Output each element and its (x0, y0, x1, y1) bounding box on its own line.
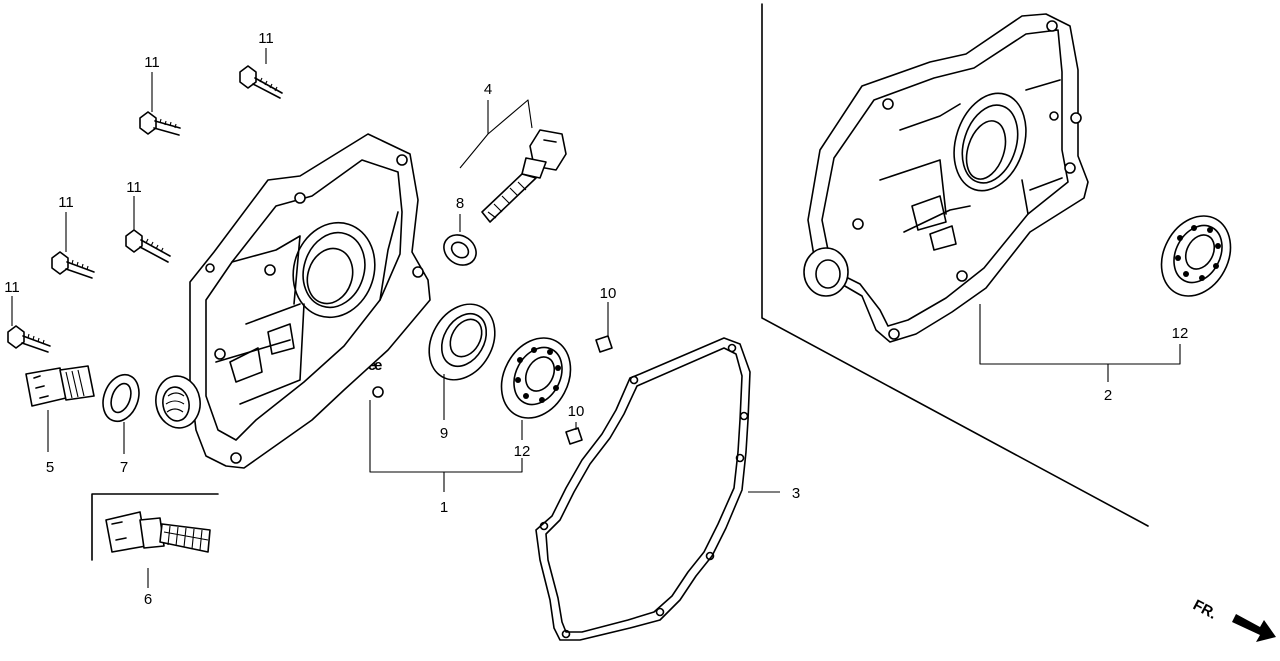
callout-4: 4 (484, 81, 492, 98)
callout-12-b: 12 (1172, 325, 1189, 342)
callout-11-b: 11 (144, 54, 160, 71)
callout-6: 6 (144, 591, 152, 608)
leader-lines (11, 48, 1181, 588)
dowel-pin-part-10-a[interactable] (595, 335, 613, 353)
callout-10-a: 10 (600, 285, 617, 302)
inset-frame (91, 493, 219, 561)
callout-3: 3 (792, 485, 800, 502)
dowel-pin-part-10-b[interactable] (565, 427, 583, 445)
callout-11-a: 11 (258, 30, 274, 47)
callout-8: 8 (456, 195, 464, 212)
callout-1: 1 (440, 499, 448, 516)
oil-seal-part-9[interactable] (416, 292, 508, 391)
callout-11-d: 11 (58, 194, 74, 211)
bolt-part-11-b[interactable] (139, 111, 181, 136)
callout-10-b: 10 (568, 403, 585, 420)
gasket-part-3[interactable] (535, 337, 751, 641)
callout-7: 7 (120, 459, 128, 476)
bolt-part-11-a[interactable] (239, 65, 283, 99)
callout-11-c: 11 (126, 179, 142, 196)
section-divider (761, 3, 1149, 527)
bolt-part-11-c[interactable] (125, 229, 171, 263)
bolt-part-11-e[interactable] (7, 325, 51, 353)
callout-2: 2 (1104, 387, 1112, 404)
crankcase-cover-part-2[interactable] (803, 13, 1089, 343)
oil-filler-plug-part-5[interactable] (25, 365, 95, 407)
front-direction-indicator: FR. (1190, 597, 1276, 642)
seal-part-7[interactable] (97, 370, 145, 427)
o-ring-part-8[interactable] (438, 229, 482, 271)
callout-12-a: 12 (514, 443, 531, 460)
bearing-part-12-a[interactable] (488, 326, 584, 430)
callout-5: 5 (46, 459, 54, 476)
direction-label: FR. (1190, 597, 1219, 623)
callout-9: 9 (440, 425, 448, 442)
bolt-part-11-d[interactable] (51, 251, 95, 279)
front-arrow-icon (1232, 614, 1276, 642)
crankcase-cover-part-1[interactable] (152, 133, 431, 469)
callout-11-e: 11 (4, 279, 20, 296)
bearing-part-12-b[interactable] (1148, 204, 1244, 308)
dipstick-part-4[interactable] (481, 129, 567, 223)
dipstick-part-6[interactable] (105, 511, 211, 553)
